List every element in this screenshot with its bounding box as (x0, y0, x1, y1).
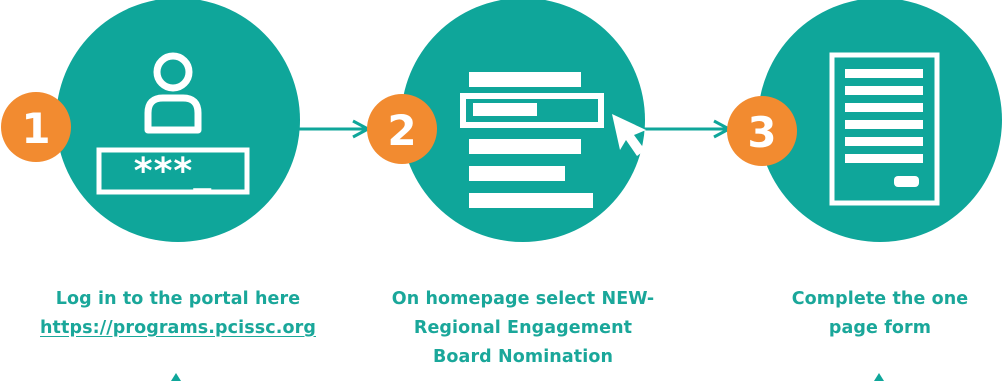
step-2-number: 2 (387, 106, 416, 155)
step-2-caption-line-1: On homepage select NEW- (391, 289, 655, 309)
password-mask: ***_ (134, 151, 212, 192)
form-submit-icon (894, 176, 919, 187)
step-3: 3 (727, 0, 1002, 242)
step-1: ***_ 1 (1, 0, 300, 242)
step-3-caption: Complete the one page form (760, 285, 1000, 343)
caret-up-icon (874, 373, 884, 381)
form-document-icon (829, 52, 940, 206)
step-1-number: 1 (21, 104, 50, 153)
menu-select-icon (460, 72, 646, 208)
user-password-icon: ***_ (96, 52, 250, 195)
step-1-caption: Log in to the portal here https://progra… (18, 285, 338, 343)
cursor-arrow-icon (612, 114, 646, 156)
step-2-badge (367, 94, 437, 164)
step-2: 2 (367, 0, 646, 242)
step-2-circle (401, 0, 645, 242)
portal-link[interactable]: https://programs.pcissc.org (40, 318, 316, 338)
step-3-caption-line-1: Complete the one (791, 289, 969, 309)
step-2-caption-line-2: Regional Engagement (413, 318, 633, 338)
step-1-caption-line-1: Log in to the portal here (55, 289, 301, 309)
step-3-number: 3 (747, 108, 776, 157)
step-1-badge (1, 92, 71, 162)
step-3-caption-line-2: page form (828, 318, 932, 338)
step-1-circle (56, 0, 300, 242)
step-2-caption: On homepage select NEW- Regional Engagem… (370, 285, 676, 372)
step-3-badge (727, 96, 797, 166)
step-2-caption-line-3: Board Nomination (432, 347, 614, 367)
caret-up-icon (171, 373, 181, 381)
